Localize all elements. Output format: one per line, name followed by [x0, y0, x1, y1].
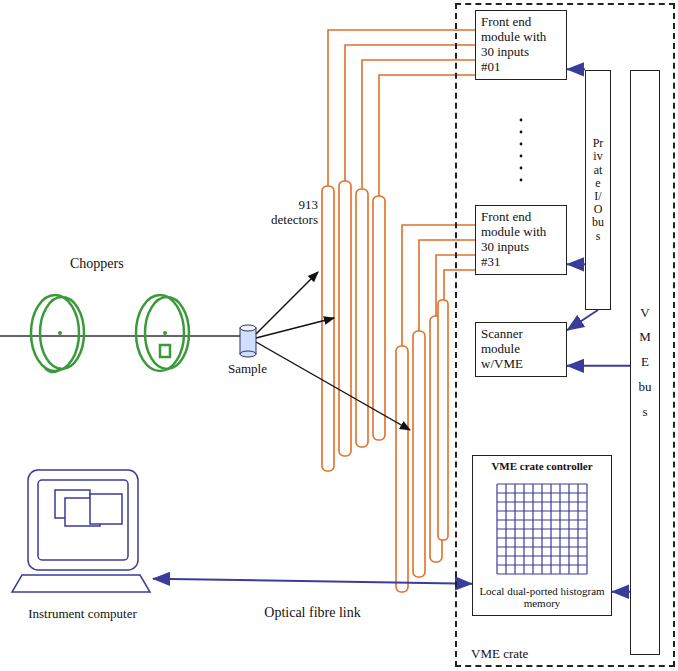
box-text: Front end module with 30 inputs #31: [481, 210, 548, 270]
connector-arrow: [567, 68, 585, 70]
box-text: Private I/O bus: [592, 137, 604, 243]
connector-arrow: [567, 310, 598, 330]
connector-arrow: [567, 365, 630, 367]
box-text: Local dual-ported histogram memory: [479, 585, 605, 610]
connector-arrow: [612, 591, 630, 593]
ellipsis-dots: [520, 119, 523, 182]
edge-label: Optical fibre link: [264, 605, 360, 621]
connector-arrow: [567, 263, 585, 265]
detector-label: 913 detectors: [262, 198, 318, 228]
box-heading: VME crate controller: [479, 460, 605, 473]
computer-node: Instrument computer: [12, 462, 153, 624]
bus-box: VME bus: [630, 70, 660, 655]
box-text: VME bus: [639, 301, 652, 424]
box-text: Instrument computer: [12, 606, 153, 622]
computer-monitor: [12, 470, 150, 592]
chopper-disc: [31, 295, 84, 372]
box-text: Scanner module w/VME: [481, 327, 552, 372]
connector-arrow: [153, 579, 472, 584]
scatter-arrow: [256, 272, 410, 430]
controller-box: VME crate controllerLocal dual-ported hi…: [472, 455, 612, 616]
crate-region: Front end module with 30 inputs #01Priva…: [455, 3, 675, 667]
sample-label: Sample: [228, 362, 267, 377]
module-box: Scanner module w/VME: [475, 322, 567, 377]
beam-line: [0, 335, 240, 337]
chopper-label: Choppers: [70, 256, 124, 272]
module-box: Front end module with 30 inputs #01: [475, 10, 567, 80]
memory-grid: [492, 479, 592, 579]
detector-tube: [322, 181, 448, 592]
chopper-disc: [136, 295, 189, 371]
sample-can: [240, 325, 256, 357]
bus-box: Private I/O bus: [585, 70, 611, 310]
module-box: Front end module with 30 inputs #31: [475, 205, 567, 275]
region-label: VME crate: [471, 646, 528, 662]
box-text: Front end module with 30 inputs #01: [481, 15, 548, 75]
